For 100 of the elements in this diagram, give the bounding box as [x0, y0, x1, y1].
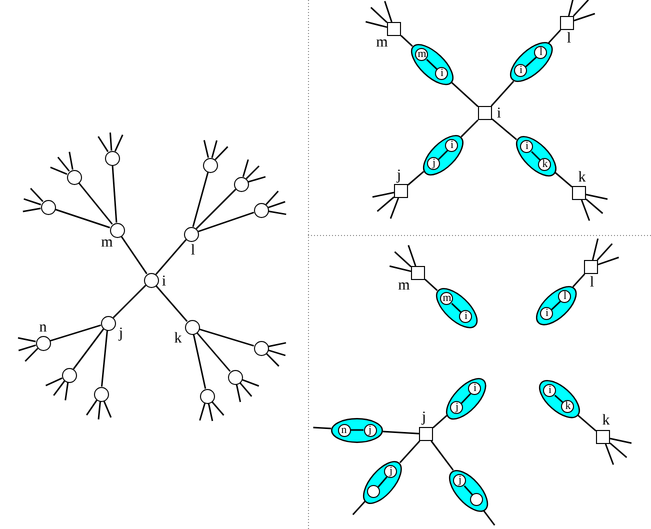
stub-line — [313, 426, 332, 430]
connector-line — [50, 324, 102, 342]
connector-line — [572, 274, 586, 288]
stub-line — [598, 256, 620, 266]
node-circle — [184, 226, 198, 242]
node-label: j — [422, 410, 426, 426]
stub-line — [242, 159, 249, 178]
node-label: l — [566, 32, 572, 46]
stub-line — [214, 146, 228, 160]
stub-line — [103, 400, 112, 418]
connector-line — [492, 118, 518, 140]
factor-square — [387, 22, 401, 36]
stub-line — [22, 208, 41, 212]
stub-line — [30, 188, 44, 202]
stub-line — [45, 377, 62, 386]
stub-line — [86, 400, 98, 416]
node-label: k — [602, 414, 610, 428]
stub-line — [586, 194, 608, 200]
stub-line — [114, 134, 124, 152]
node-circle — [184, 320, 200, 334]
node-label: l — [590, 276, 594, 290]
cluster-ellipse — [363, 460, 402, 504]
stub-line — [366, 21, 388, 28]
factor-square — [394, 184, 408, 198]
factor-square — [419, 427, 433, 441]
cluster-ellipse — [510, 42, 552, 82]
stub-line — [572, 0, 589, 16]
cluster-ellipse — [422, 134, 464, 176]
stub-line — [384, 0, 392, 22]
stub-line — [18, 344, 36, 352]
node-circle — [254, 340, 268, 356]
node-circle — [104, 150, 120, 166]
node-label: m — [398, 278, 410, 294]
stub-line — [586, 198, 604, 214]
stub-line — [109, 132, 112, 151]
stub-line — [376, 196, 394, 212]
stub-line — [68, 152, 74, 170]
connector-line — [430, 440, 454, 471]
stub-line — [568, 0, 575, 16]
stub-line — [211, 401, 224, 416]
connector-line — [155, 239, 187, 275]
connector-line — [112, 165, 118, 223]
node-label: k — [578, 170, 586, 186]
stub-line — [268, 201, 286, 208]
factor-square — [584, 260, 598, 274]
connector-line — [438, 150, 448, 160]
stub-line — [24, 198, 42, 206]
stub-line — [203, 140, 210, 158]
cluster-ellipse — [446, 378, 486, 420]
connector-line — [548, 30, 562, 44]
connector-line — [460, 393, 472, 404]
node-circle — [66, 170, 82, 184]
connector-line — [196, 332, 231, 372]
connector-line — [451, 302, 462, 314]
cluster-ellipse — [448, 470, 488, 512]
connector-line — [451, 82, 478, 108]
node-label: j — [396, 168, 402, 184]
connector-line — [554, 394, 564, 404]
connector-line — [198, 212, 254, 232]
node-label: m — [101, 236, 113, 250]
connector-line — [78, 182, 113, 225]
stub-line — [604, 444, 614, 465]
connector-line — [72, 328, 104, 370]
stub-line — [372, 192, 394, 198]
connector-line — [196, 188, 236, 230]
connector-line — [460, 119, 479, 138]
stub-line — [592, 238, 599, 260]
connector-line — [192, 334, 206, 389]
stub-line — [483, 510, 496, 526]
cluster-ellipse — [516, 136, 556, 176]
cluster-ellipse — [331, 418, 383, 442]
node-label: l — [190, 244, 196, 258]
connector-line — [399, 440, 420, 464]
connector-line — [155, 285, 188, 322]
connector-line — [464, 485, 474, 496]
connector-line — [554, 172, 572, 188]
node-circle — [234, 176, 248, 192]
node-label: i — [496, 106, 502, 122]
factor-square — [596, 430, 610, 444]
cluster-ellipse — [410, 44, 454, 86]
stub-line — [266, 352, 280, 367]
stub-line — [352, 500, 366, 516]
node-label: i — [162, 274, 166, 290]
cluster-ellipse — [536, 286, 576, 326]
factor-square — [478, 106, 492, 120]
connector-line — [350, 429, 364, 431]
stub-line — [98, 401, 102, 420]
connector-line — [525, 56, 537, 68]
stub-line — [610, 442, 628, 458]
node-circle — [110, 222, 124, 238]
stub-line — [390, 198, 400, 219]
node-circle — [100, 316, 116, 330]
stub-line — [246, 165, 260, 180]
stub-line — [50, 166, 68, 175]
cluster-ellipse — [538, 380, 580, 418]
node-label: k — [174, 332, 182, 346]
stub-line — [248, 176, 266, 183]
stub-line — [268, 349, 286, 356]
stub-line — [239, 382, 252, 397]
connector-line — [100, 330, 108, 387]
